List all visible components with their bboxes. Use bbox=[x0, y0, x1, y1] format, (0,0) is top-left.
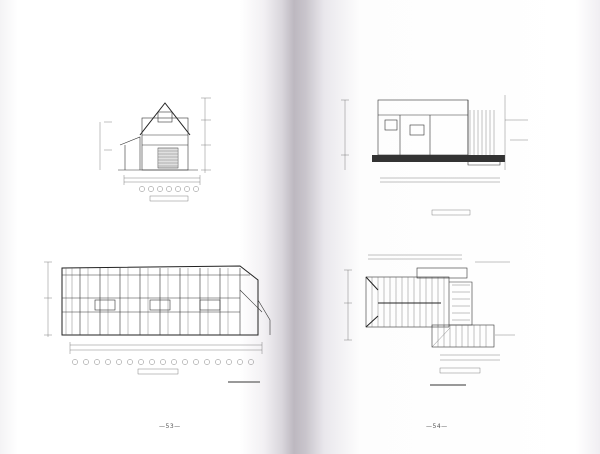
front-elevation-drawing bbox=[99, 97, 211, 202]
page-number-left: —53— bbox=[159, 423, 181, 430]
page-number-right: —54— bbox=[426, 423, 448, 430]
section-plan-drawing bbox=[341, 95, 528, 216]
grid-markers bbox=[139, 186, 199, 192]
roof-plan-drawing bbox=[344, 254, 515, 386]
long-section-drawing bbox=[44, 261, 271, 383]
